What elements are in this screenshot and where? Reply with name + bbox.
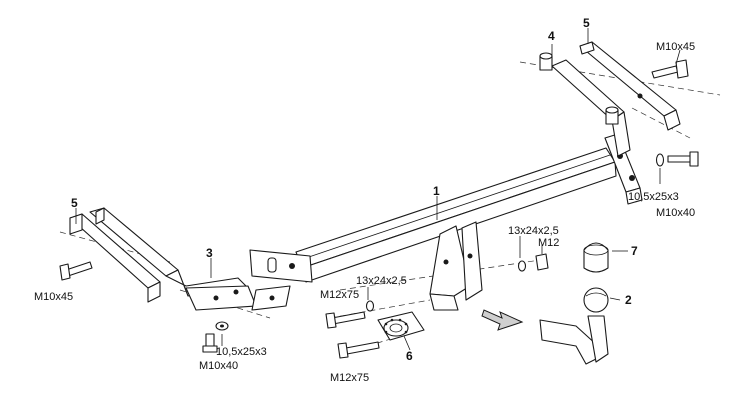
part-number-2: 2 <box>625 293 632 307</box>
label-m10x45-left: M10x45 <box>34 291 73 303</box>
washer-13-right <box>517 260 527 272</box>
part-number-7: 7 <box>631 244 638 258</box>
socket-plate <box>377 311 425 341</box>
label-m10x40-right: M10x40 <box>656 207 695 219</box>
assembly-axes <box>59 61 721 353</box>
left-stud-bracket <box>89 207 291 311</box>
label-washer-13-mid: 13x24x2,5 <box>356 275 407 287</box>
bolt-m12x75-lower <box>337 341 380 359</box>
washer-13-mid <box>365 300 375 312</box>
fastener-labels: M10x45 10,5x25x3 M10x40 13x24x2,5 M12 13… <box>34 41 695 384</box>
label-washer-right: 10,5x25x3 <box>628 191 679 203</box>
label-m10x45-right: M10x45 <box>656 41 695 53</box>
right-stud-bracket <box>539 52 631 157</box>
part-number-5-right: 5 <box>583 16 590 30</box>
right-long-bracket <box>579 41 681 131</box>
part-number-4: 4 <box>548 29 555 43</box>
ball-cap <box>583 242 609 273</box>
main-cross-beam <box>249 133 643 283</box>
label-m10x40-left: M10x40 <box>199 360 238 372</box>
leader-lines <box>75 28 681 351</box>
ball-carrier-plates <box>429 221 483 311</box>
label-nut-m12: M12 <box>538 237 559 249</box>
bolt-m12x75-upper <box>325 311 366 329</box>
label-m12x75-lower: M12x75 <box>330 372 369 384</box>
right-upper-bolt <box>651 59 689 79</box>
part-number-6: 6 <box>406 349 413 363</box>
part-number-labels: 1 2 3 4 5 5 6 7 <box>71 16 638 363</box>
part-number-1: 1 <box>433 184 440 198</box>
part-number-3: 3 <box>206 246 213 260</box>
ball-neck <box>539 287 609 365</box>
label-washer-left: 10,5x25x3 <box>216 346 267 358</box>
left-upper-bolt <box>59 261 93 281</box>
nut-m12 <box>535 253 549 271</box>
part-number-5-left: 5 <box>71 196 78 210</box>
label-m12x75-upper: M12x75 <box>320 289 359 301</box>
right-side-washer-bolt <box>655 151 699 167</box>
assembly-arrow <box>481 309 524 331</box>
label-washer-13-right: 13x24x2,5 <box>508 225 559 237</box>
left-lower-washer-bolt <box>202 321 229 353</box>
